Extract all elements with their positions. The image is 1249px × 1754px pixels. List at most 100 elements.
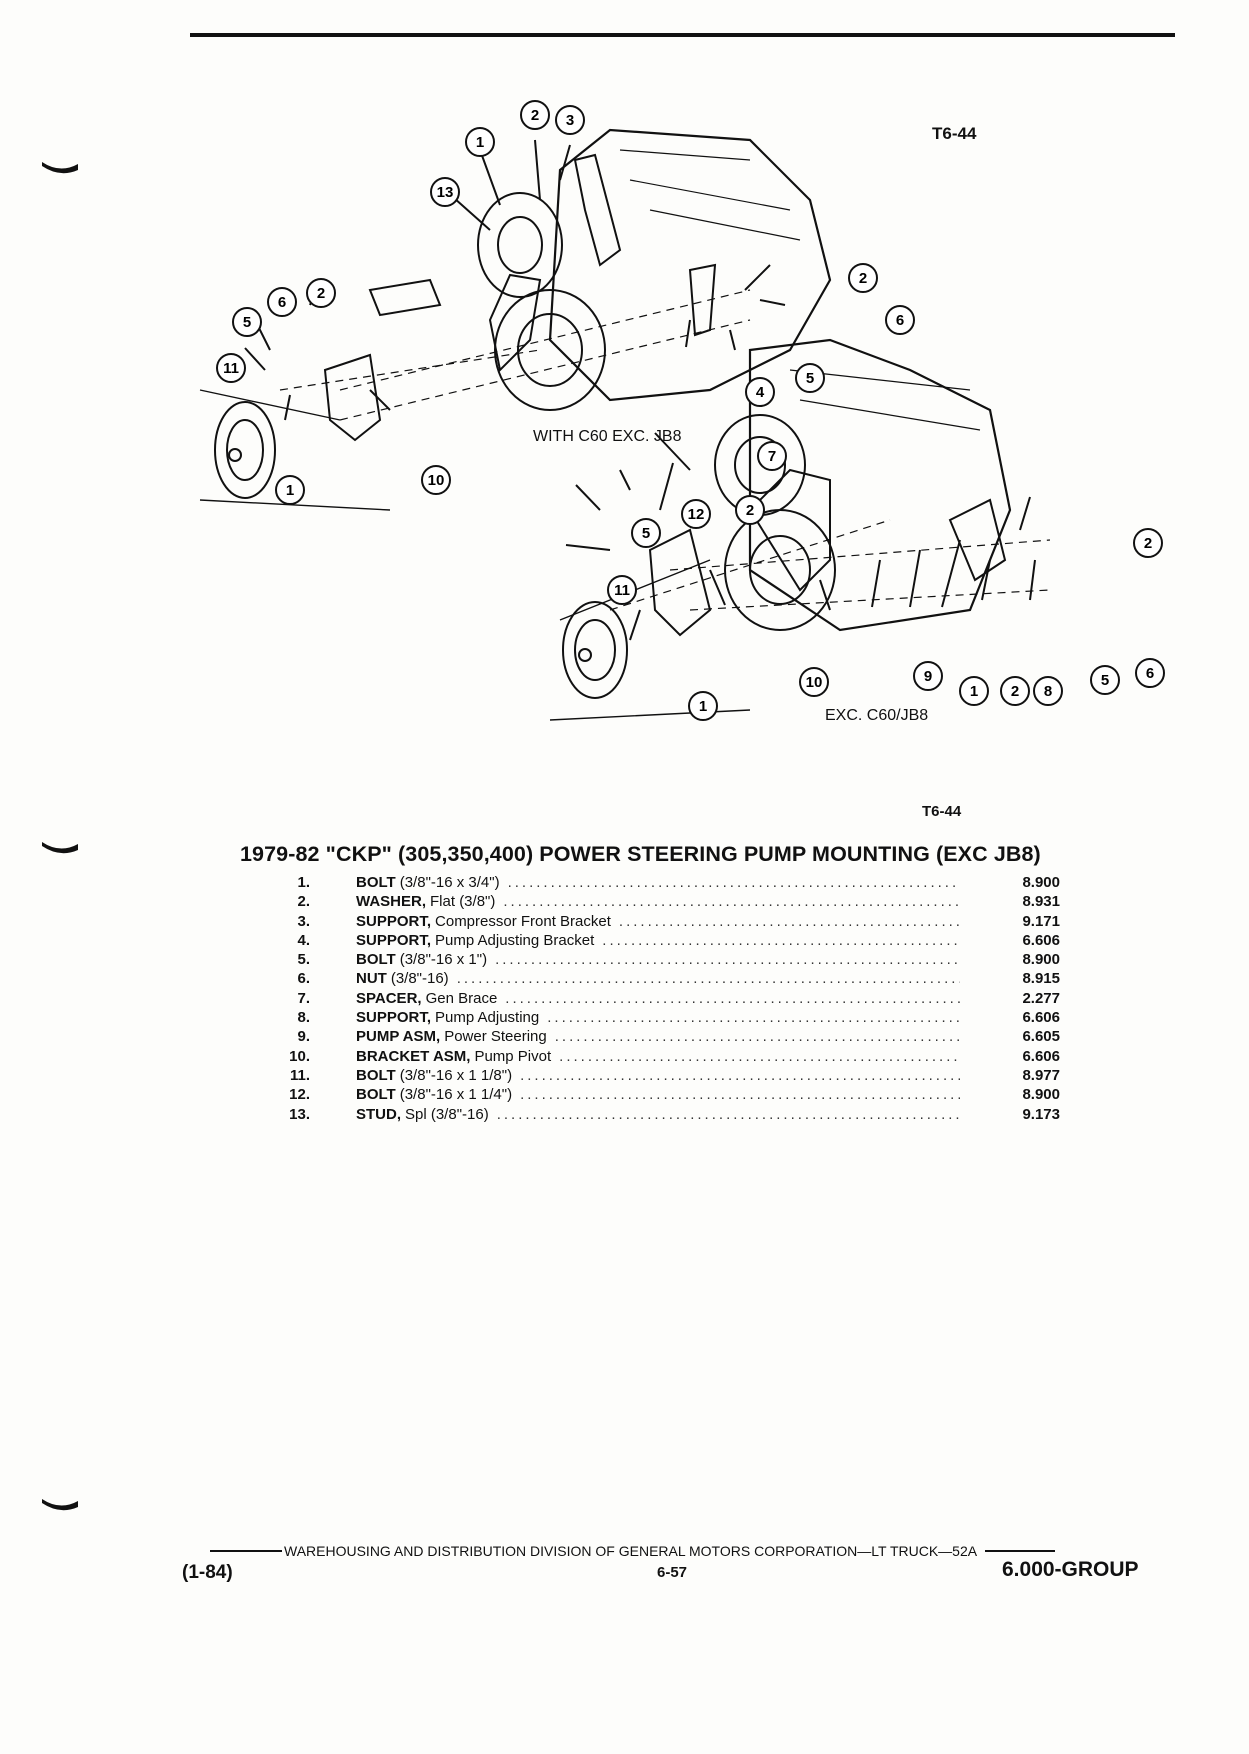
- binder-hole-mark: [42, 162, 78, 174]
- part-number: 11.: [289, 1066, 310, 1084]
- dot-leader: ........................................…: [507, 874, 960, 891]
- part-number: 3.: [297, 912, 310, 930]
- callout-label: 3: [566, 112, 574, 129]
- part-group-number: 9.173: [1022, 1105, 1060, 1123]
- callout-label: 11: [614, 582, 630, 599]
- callout-label: 1: [699, 698, 707, 715]
- dot-leader: ........................................…: [618, 912, 960, 930]
- binder-hole-mark: [42, 1499, 78, 1511]
- part-number: 6.: [297, 970, 310, 988]
- dot-leader: ........................................…: [520, 1066, 960, 1084]
- callout-label: 2: [1144, 535, 1152, 552]
- footer-group: 6.000-GROUP: [1002, 1558, 1139, 1581]
- part-number: 10.: [289, 1047, 310, 1065]
- dot-leader: ........................................…: [495, 951, 960, 969]
- callout-label: 13: [437, 184, 454, 201]
- part-row: 11. BOLT(3/8"-16 x 1 1/8")...............…: [260, 1067, 1060, 1086]
- callout-label: 5: [243, 314, 251, 331]
- part-description: BOLT(3/8"-16 x 1 1/4")..................…: [356, 1086, 960, 1103]
- top-rule: [190, 33, 1175, 37]
- part-detail: Gen Brace: [425, 989, 498, 1007]
- part-detail: (3/8"-16 x 1"): [399, 951, 488, 969]
- callout-label: 2: [859, 270, 867, 287]
- part-name: BOLT: [356, 951, 396, 969]
- part-group-number: 8.900: [1022, 1086, 1060, 1104]
- part-row: 13. STUD,Spl (3/8"-16)...................…: [260, 1106, 1060, 1125]
- callout-label: 4: [756, 384, 765, 401]
- callout-label: 2: [317, 285, 325, 302]
- part-description: BOLT(3/8"-16 x 1")......................…: [356, 951, 960, 968]
- footer-division-line: WAREHOUSING AND DISTRIBUTION DIVISION OF…: [210, 1543, 1056, 1559]
- part-name: BRACKET ASM,: [356, 1047, 471, 1065]
- part-group-number: 6.605: [1022, 1028, 1060, 1046]
- part-name: SUPPORT,: [356, 912, 432, 930]
- part-group-number: 6.606: [1022, 1047, 1060, 1065]
- part-detail: Power Steering: [444, 1028, 547, 1046]
- callout-label: 10: [428, 472, 445, 489]
- part-row: 10. BRACKET ASM,Pump Pivot...............…: [260, 1048, 1060, 1067]
- part-row: 5.BOLT(3/8"-16 x 1")....................…: [260, 951, 1060, 970]
- callout-label: 12: [688, 506, 705, 523]
- exploded-view-illustration: 2 3 1 13 6 2 5 11 1 10 2 6 4 5 7 12 2 5 …: [199, 100, 1165, 721]
- dot-leader: ........................................…: [505, 989, 960, 1007]
- part-name: WASHER,: [356, 893, 427, 911]
- callout-label: 8: [1044, 683, 1052, 700]
- callout-label: 7: [768, 448, 776, 465]
- caption-exc-c60: EXC. C60/JB8: [825, 707, 929, 724]
- part-number: 8.: [297, 1009, 310, 1027]
- part-group-number: 6.606: [1022, 1009, 1060, 1027]
- callout-label: 2: [531, 107, 539, 124]
- part-detail: Compressor Front Bracket: [435, 912, 611, 930]
- part-name: STUD,: [356, 1105, 401, 1123]
- part-group-number: 9.171: [1022, 912, 1060, 930]
- part-detail: (3/8"-16 x 1 1/8"): [399, 1066, 513, 1084]
- part-name: SUPPORT,: [356, 931, 432, 949]
- part-detail: (3/8"-16): [390, 970, 449, 988]
- callout-label: 5: [642, 525, 650, 542]
- part-name: PUMP ASM,: [356, 1028, 441, 1046]
- part-description: STUD,Spl (3/8"-16)......................…: [356, 1106, 960, 1123]
- part-description: NUT(3/8"-16)............................…: [356, 970, 960, 987]
- part-detail: Pump Adjusting Bracket: [435, 931, 595, 949]
- part-detail: Pump Adjusting: [435, 1009, 540, 1027]
- part-group-number: 8.915: [1022, 970, 1060, 988]
- section-title: 1979-82 "CKP" (305,350,400) POWER STEERI…: [240, 842, 1041, 866]
- part-number: 13.: [289, 1105, 310, 1123]
- part-description: SPACER,Gen Brace........................…: [356, 990, 960, 1007]
- part-detail: Pump Pivot: [474, 1047, 552, 1065]
- part-group-number: 8.900: [1022, 874, 1060, 891]
- part-group-number: 8.977: [1022, 1066, 1060, 1084]
- callout-label: 6: [278, 294, 286, 311]
- part-row: 8. SUPPORT,Pump Adjusting................…: [260, 1009, 1060, 1028]
- part-detail: Spl (3/8"-16): [405, 1105, 489, 1123]
- page-number: 6-57: [657, 1564, 688, 1581]
- part-description: PUMP ASM,Power Steering.................…: [356, 1028, 960, 1045]
- callout-label: 10: [806, 674, 823, 691]
- part-number: 12.: [289, 1086, 310, 1104]
- callout-label: 2: [1011, 683, 1019, 700]
- part-group-number: 6.606: [1022, 931, 1060, 949]
- part-group-number: 2.277: [1022, 989, 1060, 1007]
- callout-label: 2: [746, 502, 754, 519]
- part-row: 6. NUT(3/8"-16)..........................…: [260, 970, 1060, 989]
- part-description: BOLT(3/8"-16 x 3/4")....................…: [356, 874, 960, 891]
- binder-hole-mark: [42, 842, 78, 854]
- part-description: SUPPORT,Pump Adjusting Bracket..........…: [356, 932, 960, 949]
- part-description: WASHER,Flat (3/8")......................…: [356, 893, 960, 910]
- part-description: SUPPORT,Pump Adjusting..................…: [356, 1009, 960, 1026]
- part-name: BOLT: [356, 1066, 396, 1084]
- dot-leader: ........................................…: [496, 1105, 960, 1123]
- footer-rule-left: [210, 1550, 282, 1552]
- part-name: SUPPORT,: [356, 1009, 432, 1027]
- part-number: 1.: [297, 874, 310, 891]
- dot-leader: ........................................…: [456, 970, 960, 988]
- part-description: BRACKET ASM,Pump Pivot..................…: [356, 1048, 960, 1065]
- part-row: 1. BOLT(3/8"-16 x 3/4")..................…: [260, 874, 1060, 893]
- callout-label: 1: [476, 134, 484, 151]
- part-number: 7.: [297, 989, 310, 1007]
- part-group-number: 8.931: [1022, 893, 1060, 911]
- callout-label: 6: [896, 312, 904, 329]
- caption-with-c60: WITH C60 EXC. JB8: [533, 428, 682, 445]
- callout-label: 1: [970, 683, 978, 700]
- callout-label: 11: [223, 360, 239, 377]
